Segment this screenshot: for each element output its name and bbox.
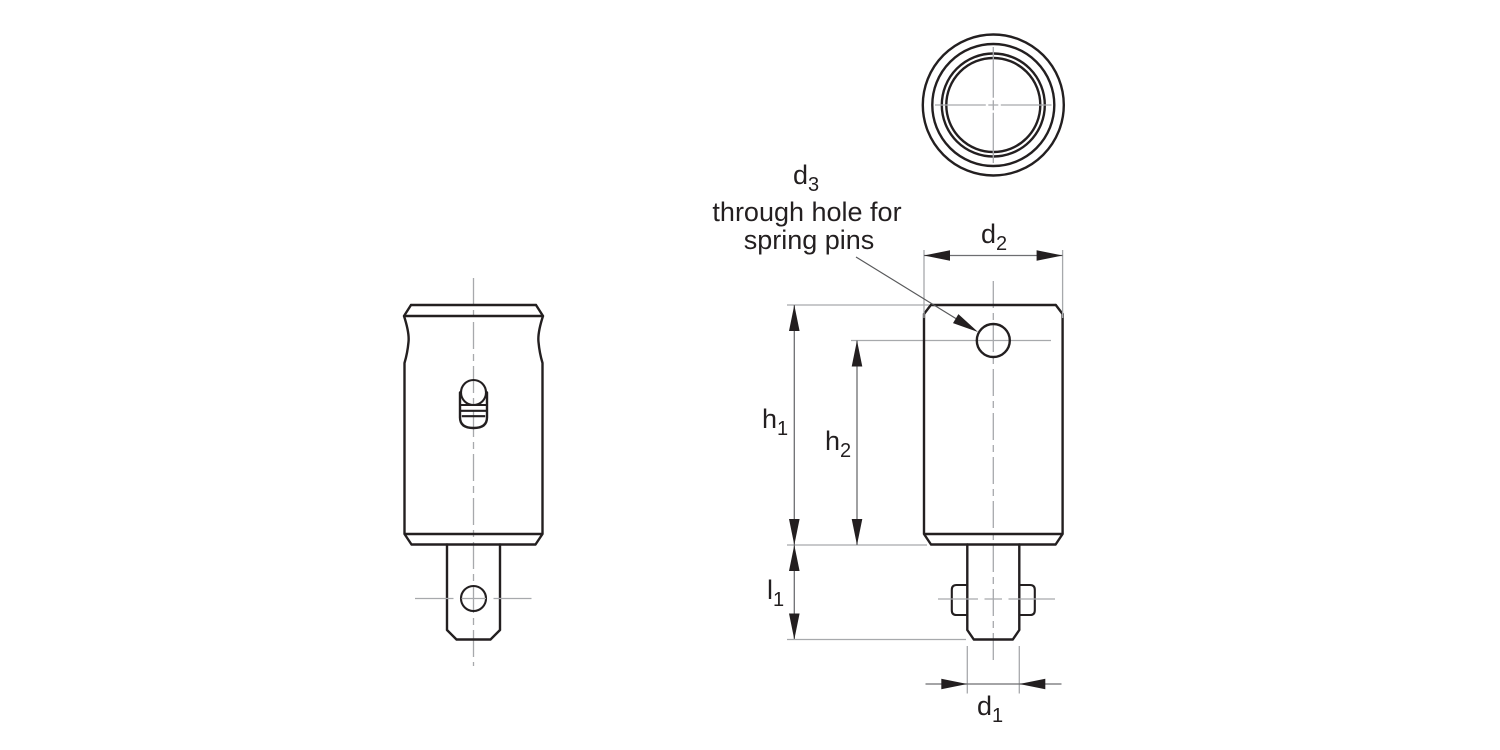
side-view-stem [966,543,1021,641]
leader-arrowhead [953,314,978,332]
d3-label-text: d [793,160,808,190]
d1-arrow-right [1019,678,1046,690]
l1-arrow-down [789,613,800,640]
d2-arrow-right [1036,250,1063,261]
l1-label-text: l [767,575,773,605]
annotation-line-1: through hole for [712,197,901,227]
h1-arrow-down [789,519,800,545]
h2-label-subscript: 2 [840,440,851,462]
h1-label-text: h [762,404,777,434]
l1-label-subscript: 1 [773,589,784,611]
side-view-through-hole [975,322,1011,359]
d2-label-subscript: 2 [996,233,1007,255]
d3-label-subscript: 3 [808,174,819,196]
h1-label-subscript: 1 [777,418,788,440]
d1-label: d1 [977,691,1003,727]
top-view-outer-circle [921,33,1065,177]
h1-label: h1 [762,404,788,440]
annotation-d3: d3 through hole for spring pins [712,160,978,332]
dimension-d1: d1 [925,646,1062,727]
d2-label: d2 [981,219,1007,255]
side-view-spring-pins [950,583,1036,617]
d3-label: d3 [793,160,819,196]
d2-label-text: d [981,219,996,249]
side-view [851,281,1064,662]
front-view-slot-lines [460,403,487,418]
h1-arrow-up [789,305,800,331]
d1-arrow-left [941,678,968,690]
front-view-outline [402,303,545,546]
dimension-l1: l1 [767,545,966,641]
front-view [402,278,545,666]
h2-label: h2 [825,426,851,462]
l1-label: l1 [767,575,784,611]
d2-arrow-left [924,250,950,261]
leader-line [855,256,957,320]
front-view-stem [445,543,502,641]
dimension-h2: h2 [825,340,863,545]
front-view-grip-slot [458,391,489,430]
d1-label-subscript: 1 [992,705,1003,727]
top-view-chamfer-circle [931,42,1056,168]
h2-arrow-up [851,340,863,367]
annotation-line-2: spring pins [744,225,875,255]
d1-label-text: d [977,691,992,721]
h2-arrow-down [851,519,863,545]
dimension-d2: d2 [923,219,1064,318]
h2-label-text: h [825,426,840,456]
l1-arrow-up [789,545,800,571]
side-view-outline [922,303,1064,546]
top-view [921,33,1065,177]
